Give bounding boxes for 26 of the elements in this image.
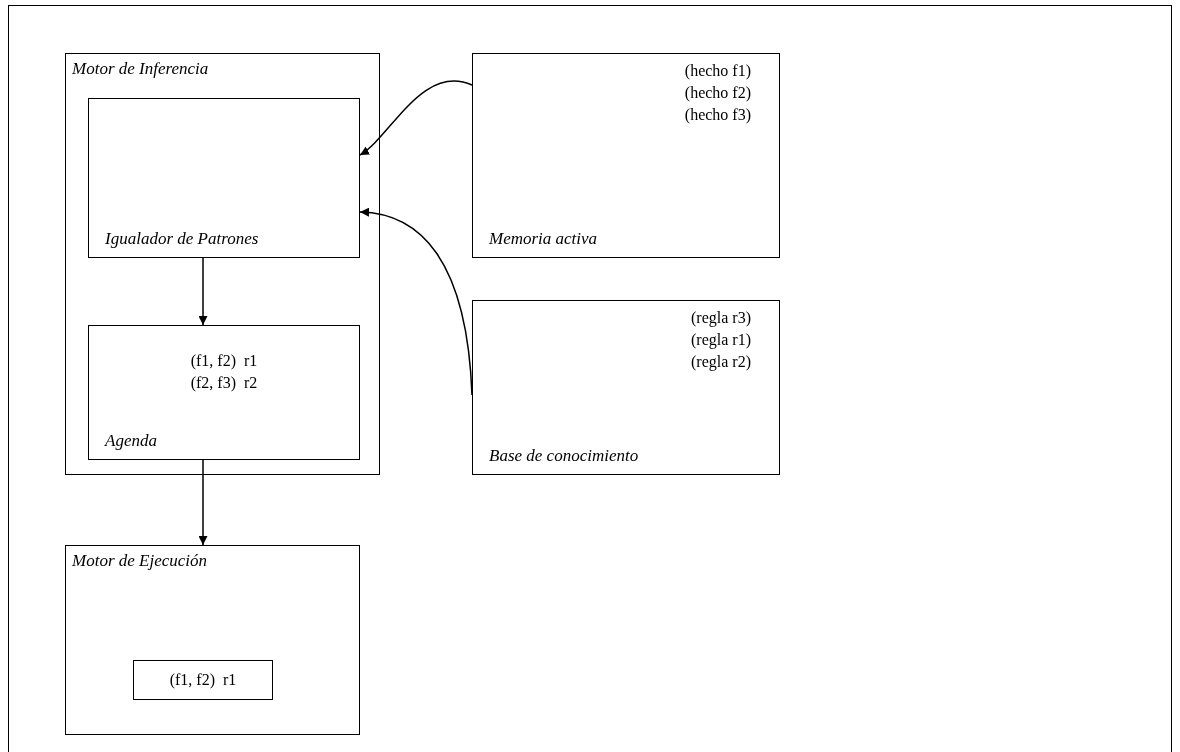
box-title: Base de conocimiento — [489, 444, 639, 466]
list-item: (hecho f2) — [684, 83, 751, 104]
list-item: (f2, f3) r2 — [190, 373, 258, 394]
box-title: Igualador de Patrones — [105, 227, 259, 249]
process-box — [65, 545, 360, 735]
arrow — [198, 459, 208, 546]
list-item: (regla r3) — [691, 308, 751, 329]
list-item: (hecho f3) — [684, 105, 751, 126]
process-box — [472, 300, 780, 475]
rule-activation: (f1, f2) r1 — [168, 670, 238, 691]
list-item: (f1, f2) r1 — [190, 351, 258, 372]
process-box — [88, 325, 360, 460]
box-title: Motor de Ejecución — [72, 550, 207, 572]
box-title: Agenda — [105, 429, 157, 451]
box-title: Memoria activa — [489, 227, 598, 249]
arrow — [359, 80, 473, 156]
list-item: (hecho f1) — [684, 61, 751, 82]
process-box — [133, 660, 273, 700]
process-box — [88, 98, 360, 258]
process-box — [472, 53, 780, 258]
process-box — [65, 53, 380, 475]
list-item: (regla r1) — [691, 330, 751, 351]
box-title: Motor de Inferencia — [72, 58, 209, 80]
list-item: (regla r2) — [691, 352, 751, 373]
arrow — [198, 257, 208, 326]
arrow — [359, 208, 473, 396]
